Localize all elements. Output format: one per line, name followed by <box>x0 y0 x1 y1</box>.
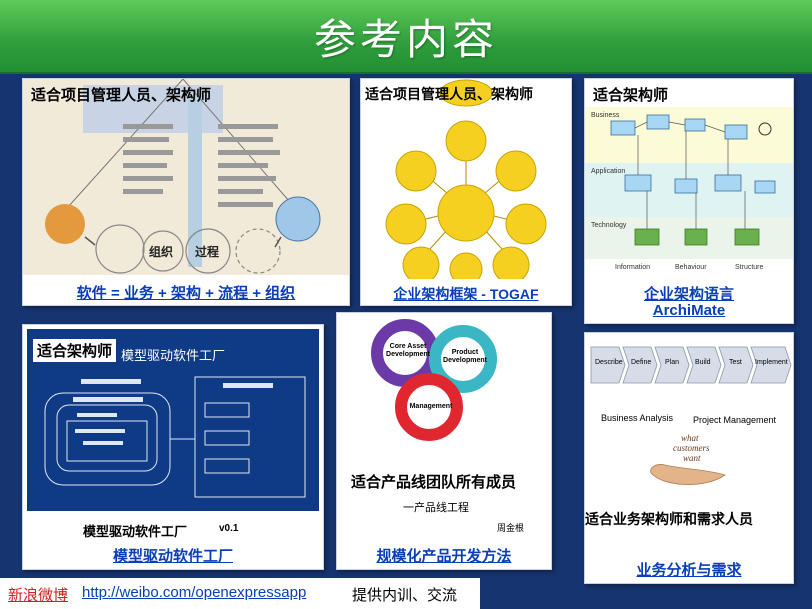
svg-text:Structure: Structure <box>735 264 764 271</box>
panel-6-audience: 适合业务架构师和需求人员 <box>585 511 753 527</box>
panel-archimate[interactable]: Business Application Technology Informat… <box>584 78 794 324</box>
panel-product-line[interactable]: Core Asset Development Product Developme… <box>336 312 552 570</box>
panel-3-link-line2[interactable]: ArchiMate <box>652 302 726 319</box>
panel-1-figure <box>23 79 349 275</box>
panel-4-version: v0.1 <box>219 523 239 534</box>
title-banner: 参考内容 <box>0 0 812 74</box>
ring-management-label: Management <box>409 403 453 410</box>
step-plan: Plan <box>665 359 680 366</box>
svg-text:Information: Information <box>615 264 650 271</box>
panel-1-link[interactable]: 软件 = 业务 + 架构 + 流程 + 组织 <box>76 285 296 302</box>
step-implement: Implement <box>755 359 788 366</box>
archimate-diagram: Business Application Technology Informat… <box>585 107 793 271</box>
hand-text-2: customers <box>673 443 710 453</box>
panel-4-caption: 模型驱动软件工厂 <box>83 524 188 539</box>
panel-1-org-label: 组织 <box>149 245 174 259</box>
panel-4-link[interactable]: 模型驱动软件工厂 <box>112 548 233 565</box>
panel-5-author: 周金根 <box>497 523 525 533</box>
panel-5-audience: 适合产品线团队所有成员 <box>351 474 517 491</box>
togaf-adm-diagram <box>385 79 547 279</box>
product-line-rings <box>371 319 497 441</box>
panel-togaf[interactable]: 适合项目管理人员、架构师 企业架构框架 - TOGAF <box>360 78 572 306</box>
ba-label-left: Business Analysis <box>601 413 674 423</box>
panel-2-audience: 适合项目管理人员、架构师 <box>365 86 533 102</box>
ring-core-asset-label: Core Asset Development <box>386 343 430 358</box>
hand-text-1: what <box>681 433 699 443</box>
weibo-label[interactable]: 新浪微博 <box>8 587 69 604</box>
panel-4-slide-title: 模型驱动软件工厂 <box>121 348 226 363</box>
ba-process-arrows <box>590 346 792 384</box>
footer-note: 提供内训、交流 <box>352 587 458 604</box>
panel-5-link[interactable]: 规模化产品开发方法 <box>376 548 512 565</box>
step-test: Test <box>729 359 742 366</box>
svg-text:Business: Business <box>591 112 620 119</box>
panel-model-driven[interactable]: 适合架构师 模型驱动软件工厂 模型驱动软件工厂 v0.1 模型驱动软件工厂 <box>22 324 324 570</box>
panel-4-figure <box>44 376 306 498</box>
panel-5-subtitle: 一产品线工程 <box>403 502 469 514</box>
svg-text:Technology: Technology <box>591 222 627 229</box>
svg-text:Application: Application <box>591 168 625 175</box>
panel-software-equation[interactable]: 适合项目管理人员、架构师 组织 过程 软件 = 业务 + 架构 + 流程 + 组… <box>22 78 350 306</box>
step-build: Build <box>695 359 711 366</box>
svg-text:Behaviour: Behaviour <box>675 264 707 271</box>
step-describe: Describe <box>595 359 623 366</box>
step-define: Define <box>631 359 652 366</box>
panel-1-audience: 适合项目管理人员、架构师 <box>31 87 212 104</box>
weibo-url[interactable]: http://weibo.com/openexpressapp <box>82 584 307 601</box>
ring-product-label: Product Development <box>443 349 487 364</box>
panel-4-audience: 适合架构师 <box>33 339 117 362</box>
panel-1-process-label: 过程 <box>195 245 220 259</box>
hand-text-3: want <box>683 453 701 463</box>
panel-6-link[interactable]: 业务分析与需求 <box>636 562 742 579</box>
panel-3-audience: 适合架构师 <box>593 87 669 104</box>
page-title: 参考内容 <box>313 15 498 64</box>
ba-label-right: Project Management <box>693 415 777 425</box>
panel-2-link[interactable]: 企业架构框架 - TOGAF <box>393 286 539 302</box>
footer-bar: 新浪微博 http://weibo.com/openexpressapp 提供内… <box>0 578 480 609</box>
panel-business-analysis[interactable]: Describe Define Plan Build Test Implemen… <box>584 332 794 584</box>
panel-3-link-line1[interactable]: 企业架构语言 <box>643 286 734 303</box>
hand-illustration <box>650 464 726 485</box>
